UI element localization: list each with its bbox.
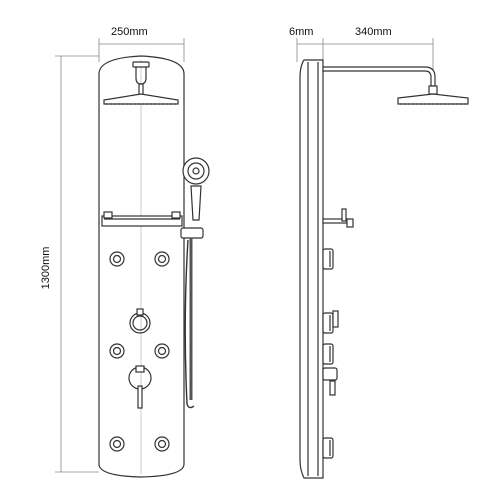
body-jet-bottom-left	[109, 436, 125, 452]
side-jet-4	[322, 437, 334, 459]
hand-shower-assembly	[180, 157, 210, 409]
front-panel-outline	[98, 55, 185, 478]
arm-length-label: 340mm	[355, 26, 392, 38]
side-jet-3	[322, 343, 334, 365]
front-width-label: 250mm	[111, 26, 148, 38]
body-jet-mid-right	[154, 343, 170, 359]
front-view	[98, 55, 210, 478]
diverter-knob	[129, 308, 151, 334]
mixer-valve-handle	[128, 365, 152, 409]
side-mixer-valve	[322, 367, 338, 396]
dimension-lines	[55, 38, 434, 473]
side-diverter	[332, 310, 339, 328]
side-rain-shower-arm	[322, 66, 469, 105]
side-depth-label: 6mm	[289, 26, 314, 38]
front-shelf	[101, 211, 183, 227]
body-jet-top-left	[109, 251, 125, 267]
body-jet-mid-left	[109, 343, 125, 359]
side-jet-1	[322, 248, 334, 270]
side-jet-2	[322, 312, 334, 334]
side-shelf-bracket	[322, 208, 354, 228]
front-rain-shower-head	[103, 61, 179, 105]
side-view	[299, 59, 469, 479]
side-panel-outline	[299, 59, 324, 479]
body-jet-bottom-right	[154, 436, 170, 452]
body-jet-top-right	[154, 251, 170, 267]
